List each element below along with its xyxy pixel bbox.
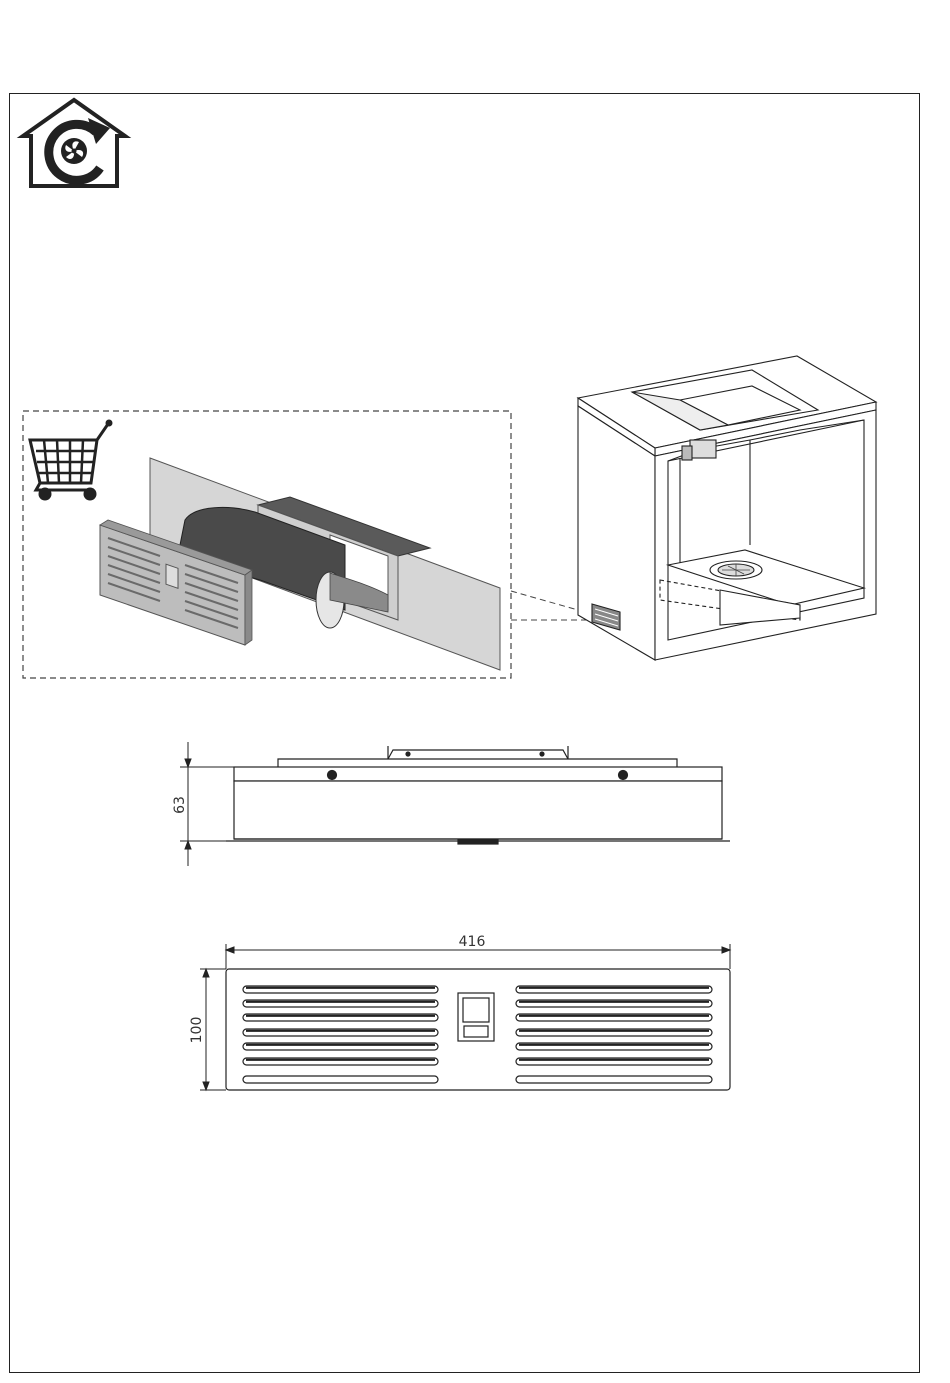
- dimension-label-63: 63: [172, 796, 188, 814]
- recirculation-house-icon: [23, 100, 125, 186]
- grille-slot: [243, 1076, 438, 1083]
- height-dimension-63: [180, 742, 234, 866]
- plinth-kit-exploded-view: [100, 458, 500, 670]
- dimension-label-416: 416: [459, 934, 486, 950]
- grille-slot: [516, 1076, 712, 1083]
- cabinet-installation-view: [578, 356, 876, 660]
- shopping-cart-icon: [30, 420, 112, 500]
- side-view-drawing: [226, 746, 730, 844]
- dimension-label-100: 100: [189, 1017, 205, 1044]
